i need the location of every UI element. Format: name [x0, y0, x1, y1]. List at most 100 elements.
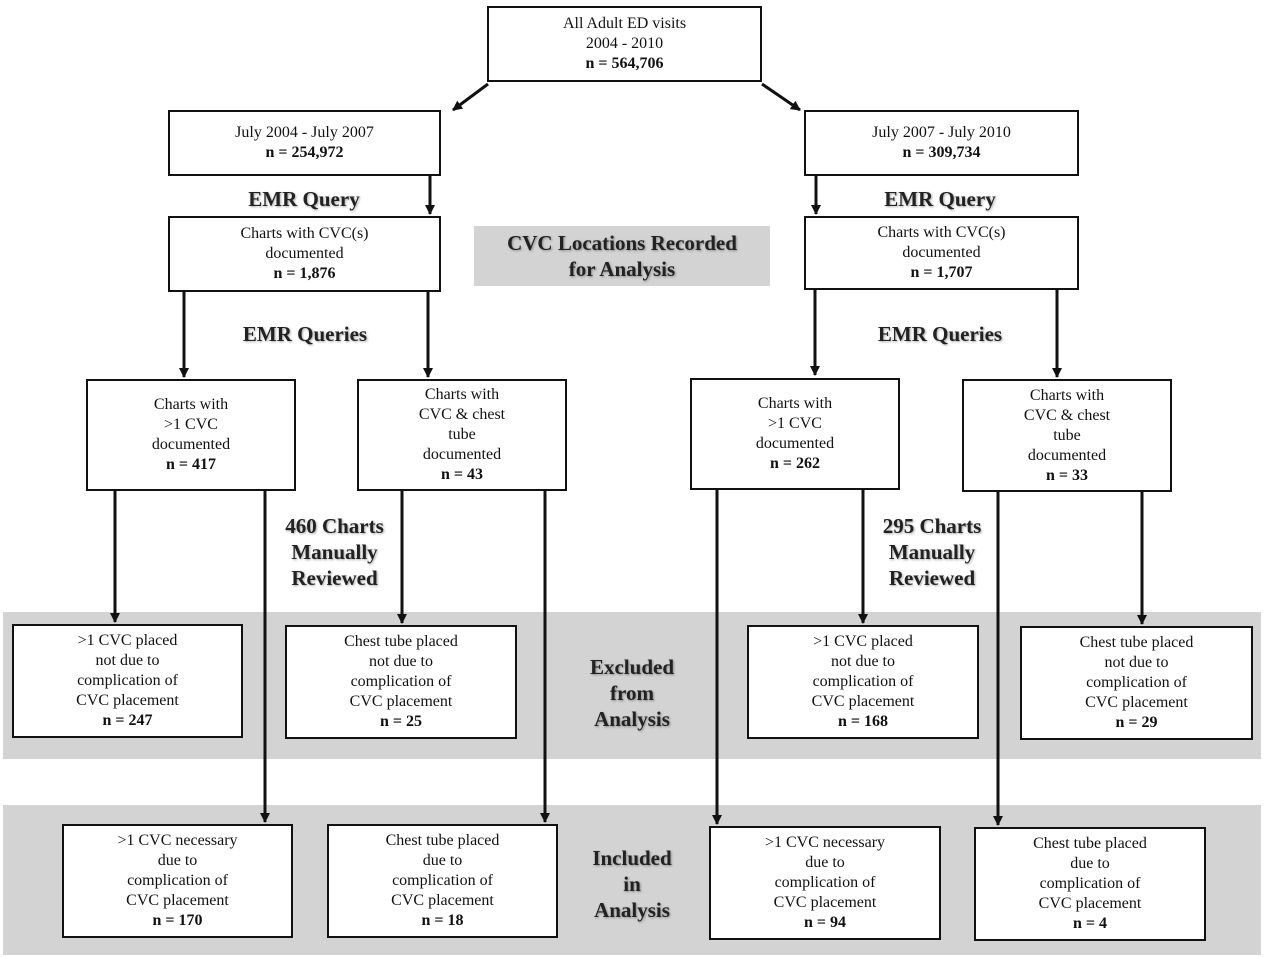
- left-multi-count: n = 417: [165, 456, 216, 473]
- right-incl-chest-line1: Chest tube placed: [1033, 835, 1147, 852]
- left-cvc-line2: documented: [265, 245, 344, 262]
- arrow-root-to-left: [452, 82, 489, 112]
- left-chest-line4: documented: [422, 446, 502, 463]
- left-excl-multi-line3: complication of: [77, 672, 178, 689]
- right-cvc-count: n = 1,707: [910, 264, 973, 281]
- included-label: Included in Analysis: [592, 846, 672, 922]
- right-emr-queries-label: EMR Queries: [877, 322, 1003, 346]
- root-box: All Adult ED visits 2004 - 2010 n = 564,…: [487, 6, 762, 82]
- right-incl-multi-line1: >1 CVC necessary: [764, 834, 886, 851]
- left-excluded-multi-box: >1 CVC placed not due to complication of…: [12, 624, 243, 738]
- right-included-chest-box: Chest tube placed due to complication of…: [974, 827, 1206, 941]
- right-excl-multi-line1: >1 CVC placed: [813, 633, 913, 650]
- left-period-count: n = 254,972: [265, 144, 344, 161]
- left-included-multi-box: >1 CVC necessary due to complication of …: [62, 824, 293, 938]
- right-incl-multi-line4: CVC placement: [773, 894, 877, 911]
- right-multi-line3: documented: [755, 435, 835, 452]
- right-chest-line4: documented: [1027, 446, 1107, 464]
- arrow-root-to-right: [761, 82, 801, 112]
- right-multi-line2: >1 CVC: [768, 415, 822, 432]
- excluded-label: Excluded from Analysis: [589, 655, 675, 731]
- left-period-box: July 2004 - July 2007 n = 254,972: [168, 110, 441, 176]
- left-incl-chest-line2: due to: [422, 852, 463, 869]
- left-emr-query-label: EMR Query: [248, 187, 360, 211]
- right-chest-line1: Charts with: [1029, 386, 1105, 404]
- left-multi-line1: Charts with: [153, 396, 229, 413]
- right-chest-count: n = 33: [1045, 466, 1088, 484]
- right-chest-line2: CVC & chest: [1023, 406, 1111, 424]
- right-emr-query-label: EMR Query: [884, 187, 996, 211]
- left-incl-chest-line4: CVC placement: [391, 892, 494, 909]
- left-cvc-charts-box: Charts with CVC(s) documented n = 1,876: [168, 216, 441, 292]
- center-locations-label: CVC Locations Recorded for Analysis: [507, 231, 737, 281]
- left-excl-chest-count: n = 25: [379, 713, 422, 730]
- right-incl-chest-line2: due to: [1070, 855, 1110, 872]
- right-period-count: n = 309,734: [902, 144, 981, 161]
- right-cvc-line1: Charts with CVC(s): [877, 224, 1006, 241]
- right-excl-multi-line2: not due to: [831, 653, 895, 670]
- right-incl-chest-count: n = 4: [1072, 915, 1107, 932]
- right-excl-chest-line4: CVC placement: [1085, 694, 1188, 711]
- right-incl-multi-count: n = 94: [803, 914, 846, 931]
- right-reviewed-label: 295 Charts Manually Reviewed: [882, 514, 982, 590]
- right-incl-multi-line2: due to: [805, 854, 845, 871]
- left-incl-multi-line2: due to: [157, 852, 198, 869]
- right-cvc-charts-box: Charts with CVC(s) documented n = 1,707: [804, 216, 1079, 290]
- right-cvc-line2: documented: [902, 244, 981, 261]
- right-chest-line3: tube: [1053, 426, 1081, 444]
- right-excl-multi-count: n = 168: [837, 713, 888, 730]
- right-excl-multi-line3: complication of: [812, 673, 914, 690]
- left-reviewed-label: 460 Charts Manually Reviewed: [285, 514, 384, 590]
- right-excl-chest-line3: complication of: [1086, 674, 1187, 691]
- left-cvc-count: n = 1,876: [273, 265, 336, 282]
- left-incl-chest-line1: Chest tube placed: [385, 832, 500, 849]
- left-excl-multi-line2: not due to: [95, 652, 160, 669]
- left-cvc-line1: Charts with CVC(s): [240, 225, 369, 242]
- left-excl-chest-line2: not due to: [369, 653, 433, 670]
- right-multi-cvc-box: Charts with >1 CVC documented n = 262: [690, 378, 900, 490]
- left-multi-cvc-box: Charts with >1 CVC documented n = 417: [86, 379, 296, 491]
- right-excl-chest-line2: not due to: [1104, 654, 1169, 671]
- right-multi-line1: Charts with: [757, 395, 833, 412]
- left-emr-queries-label: EMR Queries: [242, 322, 368, 346]
- left-incl-multi-line1: >1 CVC necessary: [117, 832, 238, 849]
- right-included-multi-box: >1 CVC necessary due to complication of …: [709, 826, 941, 940]
- right-excl-chest-count: n = 29: [1115, 714, 1158, 731]
- left-multi-line3: documented: [151, 436, 231, 453]
- left-excl-multi-line1: >1 CVC placed: [77, 632, 178, 649]
- left-multi-line2: >1 CVC: [164, 416, 218, 433]
- left-incl-chest-line3: complication of: [392, 872, 493, 889]
- left-chest-tube-box: Charts with CVC & chest tube documented …: [357, 379, 567, 491]
- right-period-label: July 2007 - July 2010: [872, 124, 1011, 141]
- root-title: All Adult ED visits: [562, 15, 687, 32]
- left-incl-multi-line4: CVC placement: [126, 892, 229, 909]
- right-excl-chest-line1: Chest tube placed: [1079, 634, 1194, 651]
- left-incl-multi-line3: complication of: [127, 872, 228, 889]
- right-incl-multi-line3: complication of: [774, 874, 876, 891]
- right-excluded-chest-box: Chest tube placed not due to complicatio…: [1020, 626, 1253, 740]
- right-multi-count: n = 262: [769, 455, 820, 472]
- root-years: 2004 - 2010: [585, 35, 664, 52]
- left-excl-multi-count: n = 247: [102, 712, 153, 729]
- left-chest-line2: CVC & chest: [418, 406, 506, 423]
- left-chest-line1: Charts with: [424, 386, 500, 403]
- left-excl-multi-line4: CVC placement: [76, 692, 179, 709]
- left-incl-multi-count: n = 170: [152, 912, 203, 929]
- left-excl-chest-line4: CVC placement: [349, 693, 453, 710]
- left-excl-chest-line3: complication of: [350, 673, 452, 690]
- right-incl-chest-line4: CVC placement: [1038, 895, 1142, 912]
- left-chest-count: n = 43: [440, 466, 483, 483]
- right-period-box: July 2007 - July 2010 n = 309,734: [804, 110, 1079, 176]
- left-incl-chest-count: n = 18: [421, 912, 464, 929]
- root-count: n = 564,706: [585, 55, 664, 72]
- left-included-chest-box: Chest tube placed due to complication of…: [327, 824, 558, 938]
- right-excl-multi-line4: CVC placement: [811, 693, 915, 710]
- left-excluded-chest-box: Chest tube placed not due to complicatio…: [285, 625, 517, 739]
- center-label-band: [474, 226, 770, 286]
- left-excl-chest-line1: Chest tube placed: [344, 633, 458, 650]
- right-chest-tube-box: Charts with CVC & chest tube documented …: [962, 379, 1172, 492]
- right-incl-chest-line3: complication of: [1039, 875, 1141, 892]
- left-period-label: July 2004 - July 2007: [235, 124, 374, 141]
